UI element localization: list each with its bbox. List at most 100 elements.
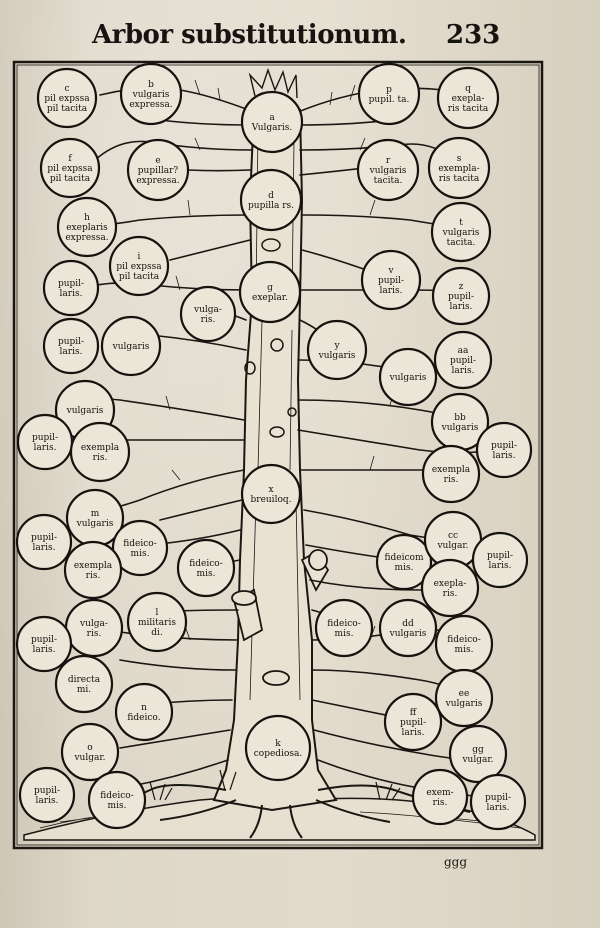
node-label: c (64, 84, 69, 94)
node-label: vulgaris (66, 406, 104, 416)
node-label: pupil- (58, 337, 84, 347)
node-label: expressa. (136, 176, 179, 186)
node-label: p (386, 85, 392, 95)
node-label: pupil- (31, 533, 57, 543)
node-exem-r3: exem-ris. (411, 768, 469, 826)
woodcut-inner-frame (16, 64, 540, 846)
node-label: exempla (81, 443, 120, 453)
signature-mark: ggg (444, 855, 468, 869)
node-label: vulgar. (461, 755, 493, 765)
node-label: pil expssa (44, 94, 90, 104)
node-label: exeplaris (66, 223, 108, 233)
node-pup-l3: pupil-laris. (16, 413, 74, 471)
node-label: ris. (87, 629, 102, 639)
node-label: vulgaris (112, 342, 150, 352)
node-label: e (155, 156, 160, 166)
node-label: pupil- (58, 279, 84, 289)
node-label: laris. (60, 347, 83, 357)
page-title: Arbor substitutionum. (92, 20, 407, 50)
node-label: vulgaris (389, 373, 427, 383)
node-label: fideicom (385, 553, 424, 563)
node-fid-r2: fideico-mis. (314, 598, 374, 658)
node-label: laris. (34, 443, 57, 453)
node-label: vulgaris (369, 166, 407, 176)
node-label: x (268, 485, 273, 495)
ground-plants (149, 769, 401, 801)
node-label: vulgar. (436, 541, 468, 551)
node-label: laris. (489, 561, 512, 571)
node-label: copediosa. (254, 749, 303, 759)
node-label: mis. (131, 549, 150, 559)
node-fid-l1: fideico-mis. (111, 519, 169, 577)
page-number: 233 (446, 20, 501, 50)
node-label: d (268, 191, 274, 201)
node-label: m (91, 509, 100, 519)
node-label: pupil- (448, 292, 474, 302)
node-label: vulgaris (442, 228, 480, 238)
node-label: mi. (77, 685, 91, 695)
node-label: pil tacita (50, 174, 91, 184)
trunk-knots (244, 238, 297, 438)
node-label: pupil- (32, 433, 58, 443)
node-label: pil expssa (47, 164, 93, 174)
node-label: s (457, 154, 462, 164)
node-label: fideico. (127, 713, 160, 723)
node-label: pil tacita (119, 272, 160, 282)
node-label: di. (151, 628, 163, 638)
node-label: mis. (108, 801, 127, 811)
node-label: dd (402, 619, 414, 629)
node-label: fideico- (123, 539, 156, 549)
node-label: ris. (444, 475, 459, 485)
node-label: laris. (402, 728, 425, 738)
node-vulg-l2: vulgaris (100, 315, 162, 377)
node-pup-l6: pupil-laris. (18, 766, 76, 824)
node-label: a (269, 113, 275, 123)
node-label: b (148, 80, 154, 90)
crown-tufts (248, 67, 298, 99)
node-label: i (138, 252, 141, 262)
node-label: ris tacita (439, 174, 480, 184)
node-label: r (386, 156, 391, 166)
node-label: exempla (74, 561, 113, 571)
node-vulg-r1: vulgaris (378, 347, 438, 407)
node-label: exepla- (434, 579, 467, 589)
node-label: vulga- (79, 619, 108, 629)
node-label: fideico- (189, 559, 222, 569)
node-label: exepla- (452, 94, 485, 104)
node-label: fideico- (100, 791, 133, 801)
node-label: pupil- (378, 276, 404, 286)
node-label: bb (454, 413, 466, 423)
node-label: expressa. (129, 100, 172, 110)
node-label: expressa. (65, 233, 108, 243)
node-label: vulgaris (132, 90, 170, 100)
node-label: ris. (86, 571, 101, 581)
node-label: tacita. (447, 238, 476, 248)
node-label: mis. (335, 629, 354, 639)
node-label: ff (410, 708, 417, 718)
node-fid-l3: fideico-mis. (87, 770, 147, 830)
node-pup-l5: pupil-laris. (15, 615, 73, 673)
